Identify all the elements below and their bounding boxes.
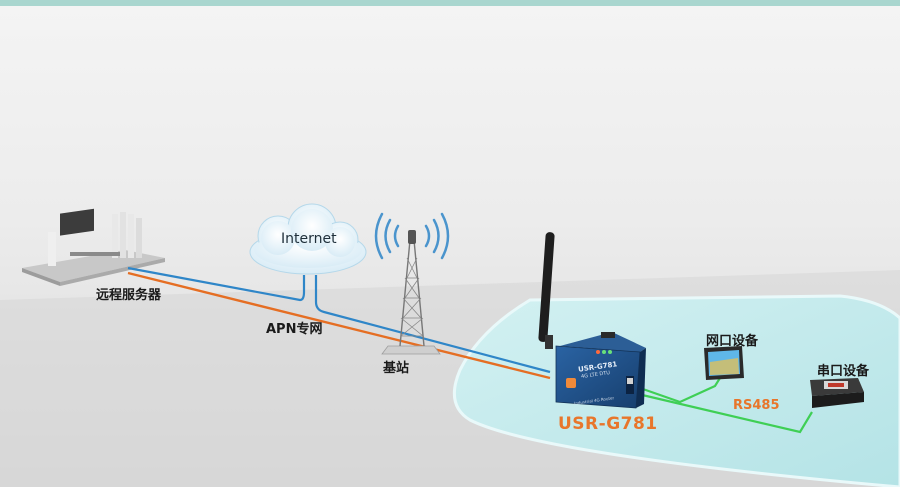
rs485-label: RS485	[733, 398, 780, 413]
device-model-label: USR-G781	[558, 414, 658, 434]
rs485-link	[637, 392, 813, 434]
serial-device-icon	[810, 378, 864, 408]
internet-device-link	[314, 275, 551, 374]
network-device-icon	[704, 346, 744, 380]
internet-cloud-icon	[249, 203, 367, 275]
server-internet-link	[127, 266, 306, 302]
apn-label: APN专网	[266, 322, 323, 337]
network-device-label: 网口设备	[706, 334, 759, 349]
apn-link	[127, 271, 551, 380]
top-band	[0, 0, 900, 6]
antenna-icon	[538, 232, 555, 349]
ethernet-link	[639, 377, 721, 404]
base-station-label: 基站	[383, 361, 410, 376]
internet-label: Internet	[281, 231, 337, 247]
server-room-illustration	[22, 208, 165, 286]
base-station-tower-icon	[374, 212, 450, 355]
usr-g781-device	[555, 332, 646, 409]
serial-device-label: 串口设备	[817, 364, 870, 379]
device-platform	[452, 294, 900, 487]
remote-server-label: 远程服务器	[96, 288, 162, 303]
